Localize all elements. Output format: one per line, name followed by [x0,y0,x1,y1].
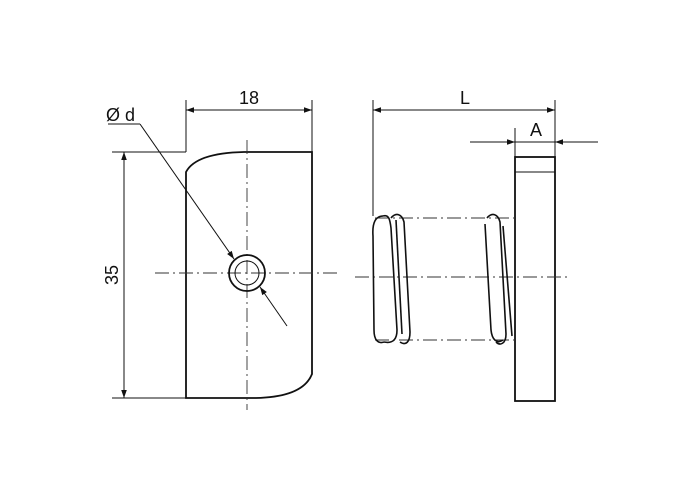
side-view: L A [355,88,598,402]
spring-coil-3-back [484,223,504,343]
width-dimension-label: 18 [239,88,259,108]
diameter-leader-tail [259,286,288,327]
length-dimension-label: L [460,88,470,108]
spring-coil-3 [486,213,507,345]
spring-coils [372,213,513,345]
diameter-leader-line [139,123,235,260]
spring-coil-1-front [382,214,398,344]
hole-inner-circle [234,260,260,286]
spring-coil-2-back [395,219,403,335]
nut-body-outline [185,151,313,399]
thickness-dimension-label: A [530,120,542,140]
spring-coil-2 [390,213,411,345]
spring-coil-end [502,225,513,337]
nut-plate-outline [514,156,556,402]
front-view: 18 35 Ø d [102,88,340,410]
diameter-label: Ø d [106,105,135,125]
spring-coil-1 [372,215,385,344]
height-dimension-label: 35 [102,265,122,285]
hole-outer-circle [228,254,266,292]
